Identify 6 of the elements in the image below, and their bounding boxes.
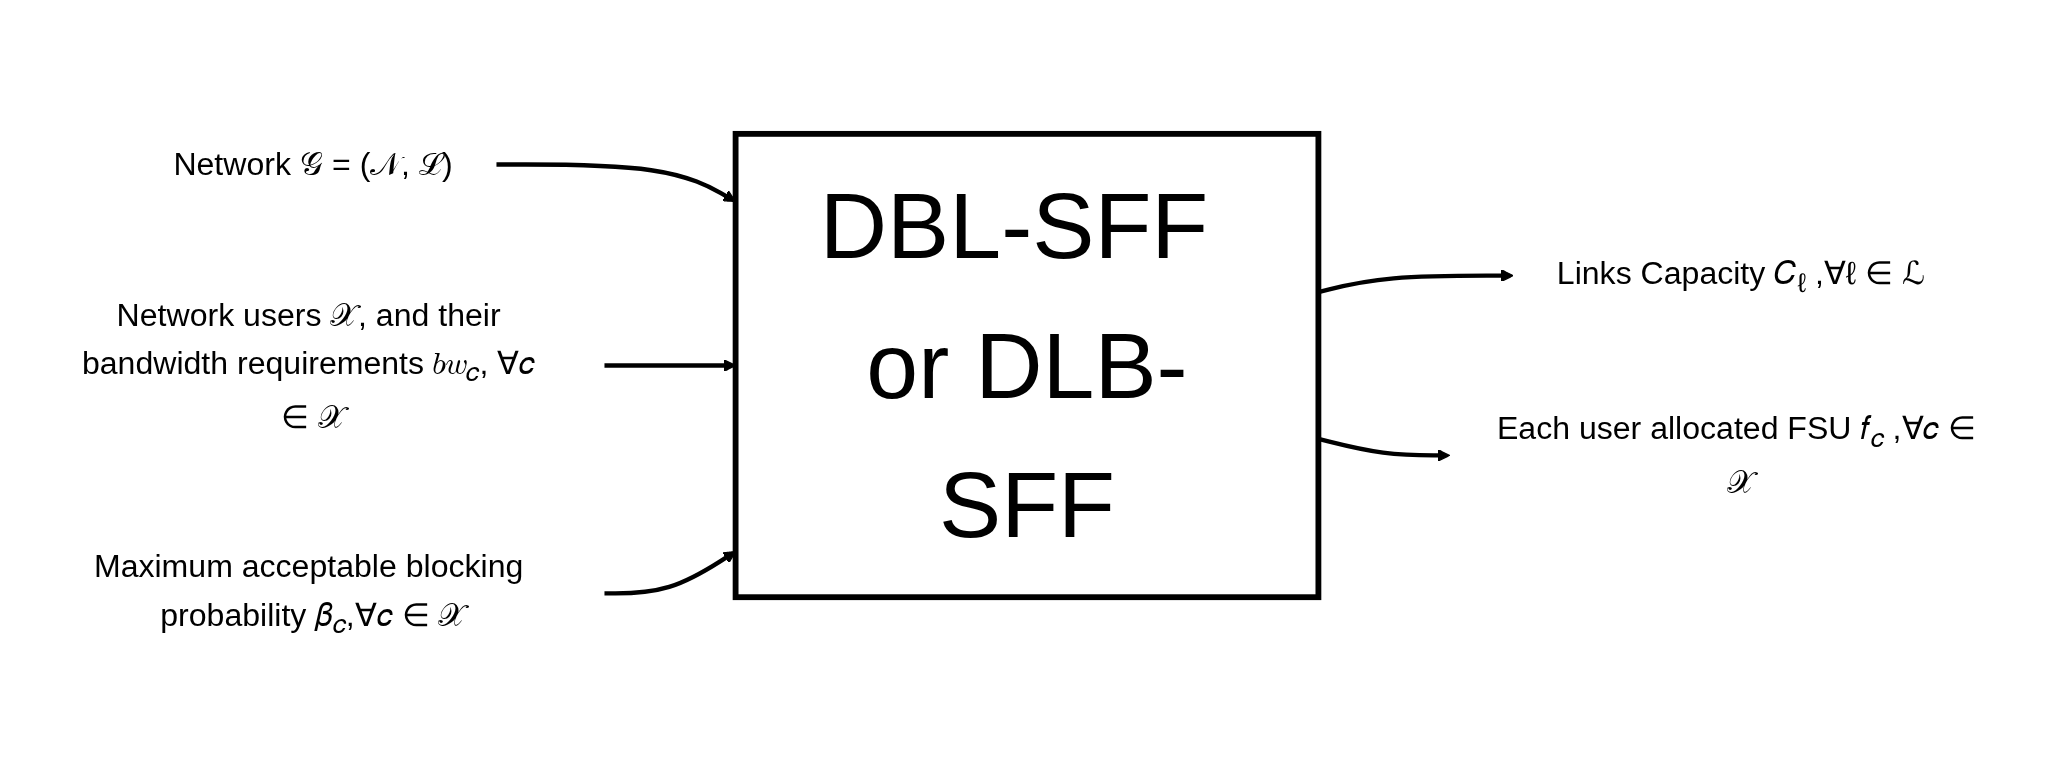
- node-text: Network users 𝒳, and their bandwidth requirements 𝑏𝑤$_{𝑐}$, ∀𝑐 ∈ 𝒳: [81, 296, 536, 435]
- node-box: DBL-SFF or DLB-SFF: [732, 130, 1322, 600]
- node-text: Network 𝒢 = (𝒩, ℒ): [173, 145, 453, 183]
- node-text: Each user allocated FSU 𝑓$_{𝑐}$ ,∀𝑐 ∈ 𝒳: [1496, 409, 1977, 501]
- node-text: Maximum acceptable blocking probability 𝛽$_{𝑐}$,∀𝑐 ∈ 𝒳: [93, 547, 524, 639]
- node-text: Links Capacity 𝐶$_{ℓ}$ ,∀ℓ ∈ ℒ: [1556, 254, 1926, 298]
